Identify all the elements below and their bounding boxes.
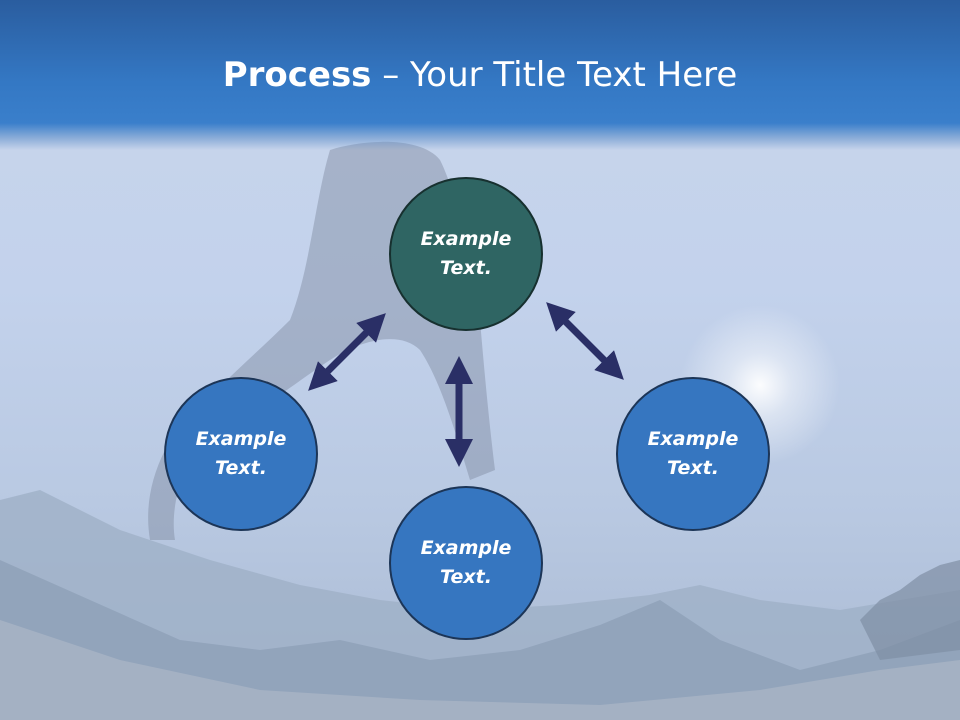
title-rest-part: – Your Title Text Here <box>371 55 738 95</box>
mid-mountains <box>0 560 960 720</box>
slide-title: Process – Your Title Text Here <box>0 52 960 98</box>
node-right-line2: Text. <box>667 457 719 479</box>
left-top-arrow <box>308 313 386 391</box>
node-top: Example Text. <box>389 177 543 331</box>
node-left: Example Text. <box>164 377 318 531</box>
node-right-line1: Example <box>647 428 739 450</box>
node-top-line1: Example <box>420 228 512 250</box>
foreground-slope <box>0 620 960 720</box>
node-left-line2: Text. <box>215 457 267 479</box>
title-bar: Process – Your Title Text Here <box>0 0 960 150</box>
node-top-line2: Text. <box>440 257 492 279</box>
node-bottom: Example Text. <box>389 486 543 640</box>
node-bottom-line1: Example <box>420 537 512 559</box>
node-bottom-line2: Text. <box>440 566 492 588</box>
title-bold-part: Process <box>222 55 372 95</box>
hillside-trees <box>860 560 960 660</box>
node-left-line1: Example <box>195 428 287 450</box>
node-right: Example Text. <box>616 377 770 531</box>
right-top-arrow <box>546 302 624 380</box>
